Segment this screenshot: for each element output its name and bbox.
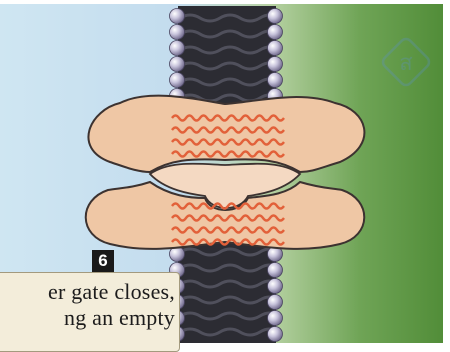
lipid-head-icon	[268, 9, 283, 24]
transporter-upper-lobe	[88, 96, 364, 172]
lipid-head-icon	[170, 25, 185, 40]
lipid-head-icon	[170, 73, 185, 88]
watermark-glyph: ส	[399, 51, 413, 76]
outer-frame	[0, 0, 450, 4]
lipid-head-icon	[268, 295, 283, 310]
lipid-head-icon	[268, 263, 283, 278]
lipid-head-icon	[268, 279, 283, 294]
lipid-head-icon	[170, 9, 185, 24]
membrane-lower	[178, 240, 276, 343]
caption-line-2: ng an empty	[64, 305, 175, 331]
membrane-upper	[178, 6, 276, 110]
lipid-head-icon	[268, 41, 283, 56]
right-frame	[443, 0, 450, 343]
lipid-head-icon	[268, 57, 283, 72]
lipid-head-icon	[170, 41, 185, 56]
lipid-head-icon	[268, 327, 283, 342]
lipid-head-icon	[268, 311, 283, 326]
caption-box: er gate closes, ng an empty	[0, 272, 180, 352]
caption-line-1: er gate closes,	[48, 279, 175, 305]
lipid-head-icon	[170, 57, 185, 72]
lipid-head-icon	[268, 25, 283, 40]
step-number-badge: 6	[92, 250, 114, 272]
lipid-head-icon	[268, 73, 283, 88]
